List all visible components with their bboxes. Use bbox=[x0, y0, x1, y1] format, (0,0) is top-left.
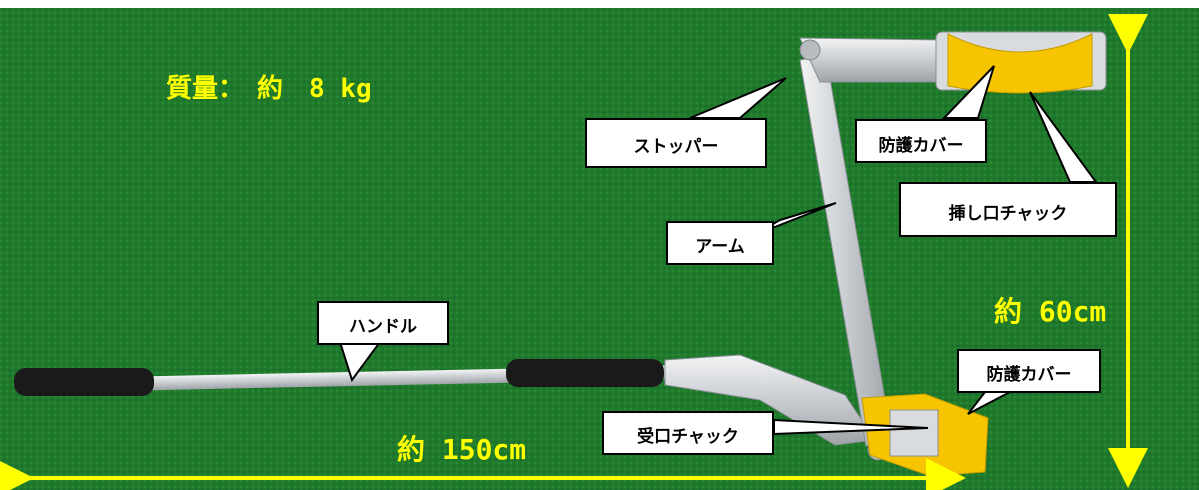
callout-box-cover-top bbox=[855, 119, 987, 163]
callout-box-receive-chuck bbox=[602, 411, 774, 455]
upper-bracket bbox=[799, 37, 953, 83]
callout-box-stopper bbox=[585, 118, 767, 168]
callout-box-insert-chuck bbox=[899, 182, 1117, 237]
handle-grip-left bbox=[14, 368, 154, 396]
callout-cover-bottom: 防護カバー bbox=[986, 365, 1072, 385]
width-label: 約 150cm bbox=[397, 433, 527, 466]
receive-chuck-body bbox=[889, 409, 939, 457]
pivot-bolt-top bbox=[799, 39, 821, 61]
callout-receive-chuck: 受口チャック bbox=[637, 427, 739, 447]
callout-arm: アーム bbox=[695, 237, 745, 257]
callout-box-handle bbox=[317, 301, 449, 345]
callout-handle: ハンドル bbox=[349, 317, 417, 337]
callout-stopper: ストッパー bbox=[633, 137, 719, 157]
handle-grip-right bbox=[506, 359, 664, 387]
callout-box-cover-bottom bbox=[957, 349, 1101, 393]
height-label: 約 60cm bbox=[994, 295, 1107, 328]
callout-cover-top: 防護カバー bbox=[878, 136, 964, 156]
callout-insert-chuck: 挿し口チャック bbox=[948, 204, 1068, 224]
callout-box-arm bbox=[666, 221, 774, 265]
weight-label: 質量： 約 8 kg bbox=[166, 74, 372, 104]
